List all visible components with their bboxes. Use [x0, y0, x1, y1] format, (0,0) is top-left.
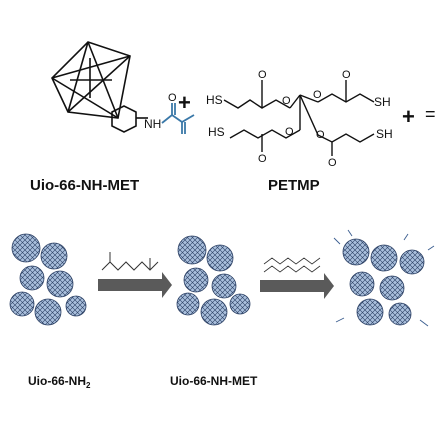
octahedron-cluster-icon — [51, 41, 148, 133]
ester-o-1: O — [282, 95, 291, 107]
ester-o-2: O — [313, 89, 322, 101]
carbonyl-o-1: O — [258, 69, 267, 81]
thiol-label-3: HS — [208, 125, 225, 139]
stage-2-label: Uio-66-NH-MET — [170, 374, 258, 388]
carbonyl-o-2: O — [342, 69, 351, 81]
carbonyl-o-4: O — [328, 157, 337, 169]
stage-1-label: Uio-66-NH2 — [28, 374, 91, 390]
reaction-arrow-2 — [260, 257, 334, 299]
reaction-arrow-1 — [98, 252, 172, 298]
plus-sign-1: + — [178, 90, 191, 115]
mof-cluster-icon — [333, 229, 435, 327]
thiol-label-4: SH — [376, 127, 393, 141]
amide-n-label: NH — [144, 117, 161, 131]
methacrylamide-group: NH O — [144, 92, 195, 134]
petmp-label: PETMP — [268, 177, 320, 194]
amide-o-label: O — [168, 92, 177, 104]
carbonyl-o-3: O — [258, 153, 267, 165]
partial-symbol: = — [425, 104, 435, 124]
petmp-structure — [223, 80, 375, 156]
thiol-label-1: HS — [206, 93, 223, 107]
plus-sign-2: + — [402, 104, 415, 129]
ester-o-4: O — [316, 129, 325, 141]
petmp-atom-labels: HS SH HS SH O O O O O O O O — [206, 69, 393, 169]
mof-cluster-icon — [176, 235, 251, 326]
linker-label: Uio-66-NH-MET — [30, 177, 139, 194]
mof-cluster-icon — [9, 233, 87, 326]
thiol-label-2: SH — [374, 95, 391, 109]
ester-o-3: O — [285, 126, 294, 138]
